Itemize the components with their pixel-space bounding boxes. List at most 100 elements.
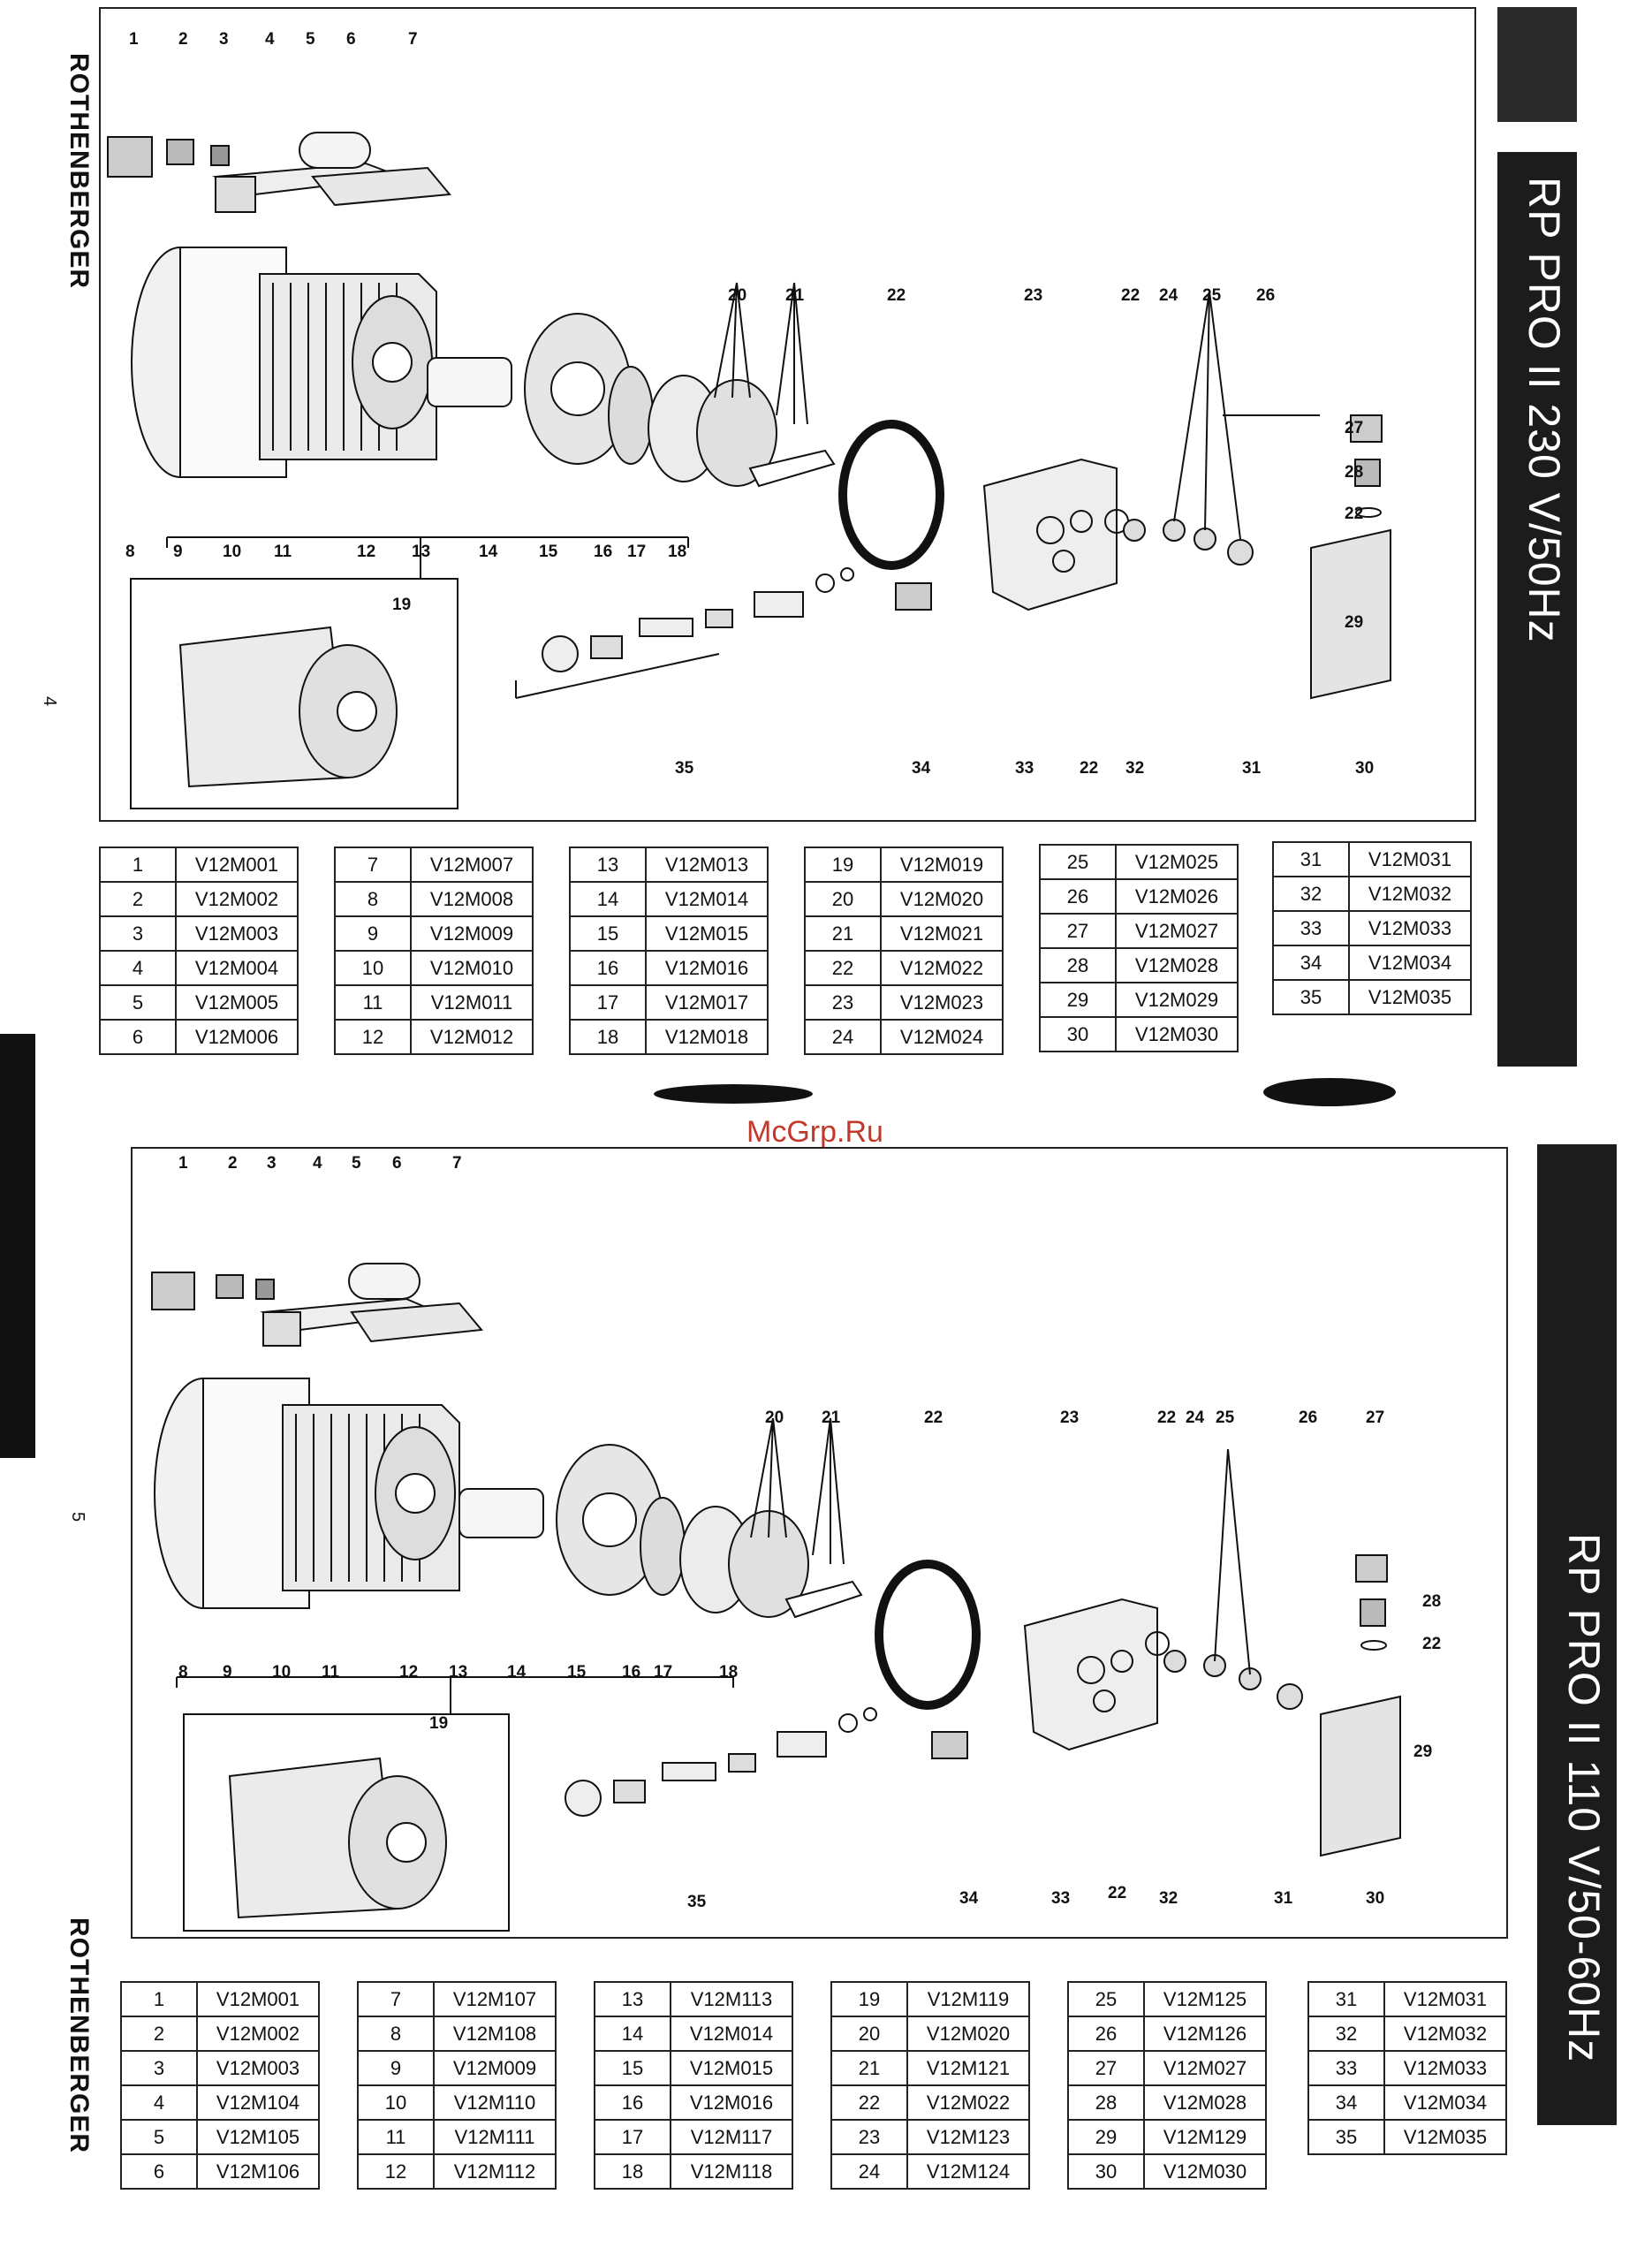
part-code: V12M002 [196,2016,320,2052]
part-code: V12M129 [1143,2119,1267,2155]
part-number: 9 [334,915,412,952]
callout-label: 7 [452,1154,462,1173]
callout-label: 22 [1121,286,1140,305]
exploded-view-frame-110: 1 2 3 4 5 6 7 8 9 10 11 12 13 14 15 16 1… [131,1147,1508,1939]
brand-logo-top: ROTHENBERGER [64,53,94,290]
part-number: 34 [1307,2084,1385,2121]
callout-label: 21 [822,1408,841,1427]
ink-blot [1263,1078,1396,1106]
part-code: V12M016 [645,950,769,986]
part-code: V12M013 [645,847,769,883]
manifold-drawing [1310,528,1391,700]
exploded-view-frame-230: 1 2 3 4 5 6 7 8 9 10 11 12 13 14 15 16 1… [99,7,1476,822]
part-code: V12M010 [410,950,534,986]
part-code: V12M008 [410,881,534,917]
part-number: 21 [830,2050,908,2086]
part-number: 32 [1307,2016,1385,2052]
part-code: V12M015 [670,2050,793,2086]
callout-label: 3 [267,1154,277,1173]
callout-label: 30 [1355,759,1374,778]
part-code: V12M119 [906,1981,1030,2017]
part-number: 16 [594,2084,671,2121]
part-number: 18 [569,1019,647,1055]
callout-label: 6 [392,1154,402,1173]
part-number: 4 [99,950,177,986]
callout-label: 35 [675,759,694,778]
callout-label: 2 [228,1154,238,1173]
callout-label: 9 [223,1663,232,1682]
part-number: 28 [1067,2084,1145,2121]
section-sidebar-110: RP PRO II 110 V/50-60Hz [1537,1144,1617,2125]
callout-label: 14 [479,543,498,561]
motor-drawing [131,247,437,478]
part-code: V12M032 [1348,876,1472,912]
page-number-bottom: 5 [68,1511,88,1522]
part-number: 1 [120,1981,198,2017]
callout-label: 1 [129,30,139,49]
part-code: V12M117 [670,2119,793,2155]
callout-label: 19 [392,596,411,614]
part-number: 32 [1272,876,1350,912]
part-number: 29 [1039,982,1117,1018]
callout-label: 33 [1015,759,1034,778]
part-code: V12M032 [1383,2016,1507,2052]
part-number: 10 [334,950,412,986]
part-code: V12M035 [1348,979,1472,1015]
part-number: 19 [830,1981,908,2017]
part-number: 11 [334,984,412,1021]
section-sidebar-230: RP PRO II 230 V/50Hz [1497,152,1577,1067]
motor-drawing [154,1378,460,1609]
part-number: 12 [357,2153,435,2190]
callout-label: 25 [1202,286,1222,305]
section-title-230: RP PRO II 230 V/50Hz [1519,177,1569,643]
callout-label: 30 [1366,1889,1384,1908]
callout-label: 22 [1080,759,1098,778]
callout-label: 22 [887,286,906,305]
part-number: 4 [120,2084,198,2121]
callout-label: 11 [274,543,292,561]
part-code: V12M110 [433,2084,557,2121]
part-number: 27 [1039,913,1117,949]
part-number: 11 [357,2119,435,2155]
part-code: V12M034 [1383,2084,1507,2121]
o-ring-drawing [838,420,944,570]
part-code: V12M024 [880,1019,1004,1055]
part-number: 28 [1039,947,1117,983]
part-code: V12M003 [196,2050,320,2086]
part-code: V12M121 [906,2050,1030,2086]
part-number: 3 [99,915,177,952]
callout-label: 5 [306,30,315,49]
rotor-sleeve-drawing [427,357,512,407]
callout-label: 12 [399,1663,418,1682]
callout-label: 2 [178,30,188,49]
callout-label: 27 [1366,1408,1384,1427]
part-number: 17 [569,984,647,1021]
junction-box-drawing [151,1263,483,1347]
